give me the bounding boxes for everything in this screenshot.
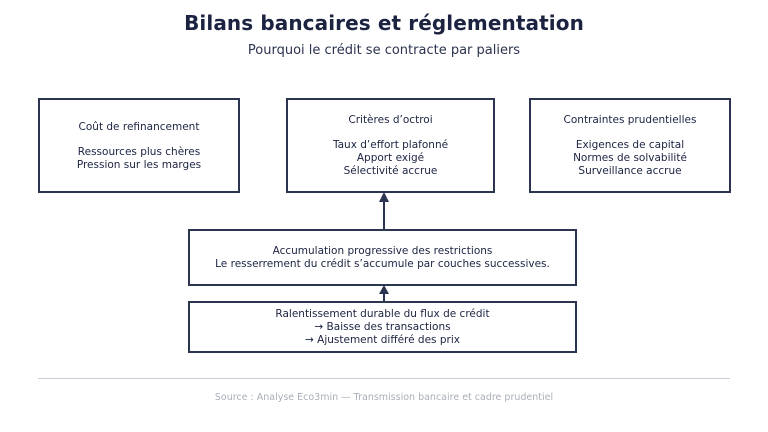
node-prudential-constraints: Contraintes prudentielles Exigences de c… [529,98,731,193]
page-subtitle: Pourquoi le crédit se contracte par pali… [247,43,521,58]
node-lending-criteria-body: Taux d’effort plafonné Apport exigé Séle… [332,139,449,177]
node-refinancing-cost: Coût de refinancement Ressources plus ch… [38,98,240,193]
node-refinancing-cost-body: Ressources plus chères Pression sur les … [76,145,202,171]
footer-divider [38,378,730,379]
arrow-up-icon [379,192,389,230]
node-prudential-constraints-body: Exigences de capital Normes de solvabili… [573,139,687,177]
node-accumulation-of-restrictions-body: Accumulation progressive des restriction… [215,244,550,270]
node-prudential-constraints-heading: Contraintes prudentielles [563,114,697,126]
node-credit-flow-slowdown-body: Ralentissement durable du flux de crédit… [275,307,490,346]
connector-slowdown-to-accumulation [373,285,395,302]
arrow-up-icon [379,285,389,302]
source-note: Source : Analyse Eco3min — Transmission … [214,392,554,403]
node-accumulation-of-restrictions: Accumulation progressive des restriction… [188,229,577,286]
page-title: Bilans bancaires et réglementation [184,11,584,35]
connector-accumulation-to-criteria [373,192,395,230]
node-lending-criteria: Critères d’octroi Taux d’effort plafonné… [286,98,495,193]
node-credit-flow-slowdown: Ralentissement durable du flux de crédit… [188,301,577,353]
node-refinancing-cost-heading: Coût de refinancement [78,120,200,133]
node-lending-criteria-heading: Critères d’octroi [348,114,433,126]
